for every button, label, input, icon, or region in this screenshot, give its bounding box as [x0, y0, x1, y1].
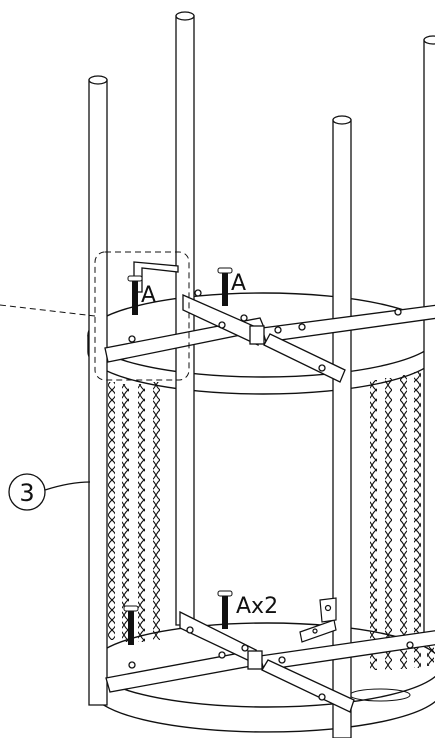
screw-icon	[123, 267, 233, 645]
detail-callout	[0, 251, 190, 381]
screw-label-a-left: A	[141, 283, 156, 308]
screw-label-a-right: A	[231, 271, 246, 296]
top-frame	[104, 289, 435, 383]
part-number: 3	[19, 479, 34, 507]
side-bracket	[299, 597, 337, 643]
bottom-frame	[105, 610, 435, 713]
legs	[88, 11, 435, 739]
part-number-callout: 3	[8, 473, 91, 511]
screw-label-ax2: Ax2	[236, 594, 278, 619]
